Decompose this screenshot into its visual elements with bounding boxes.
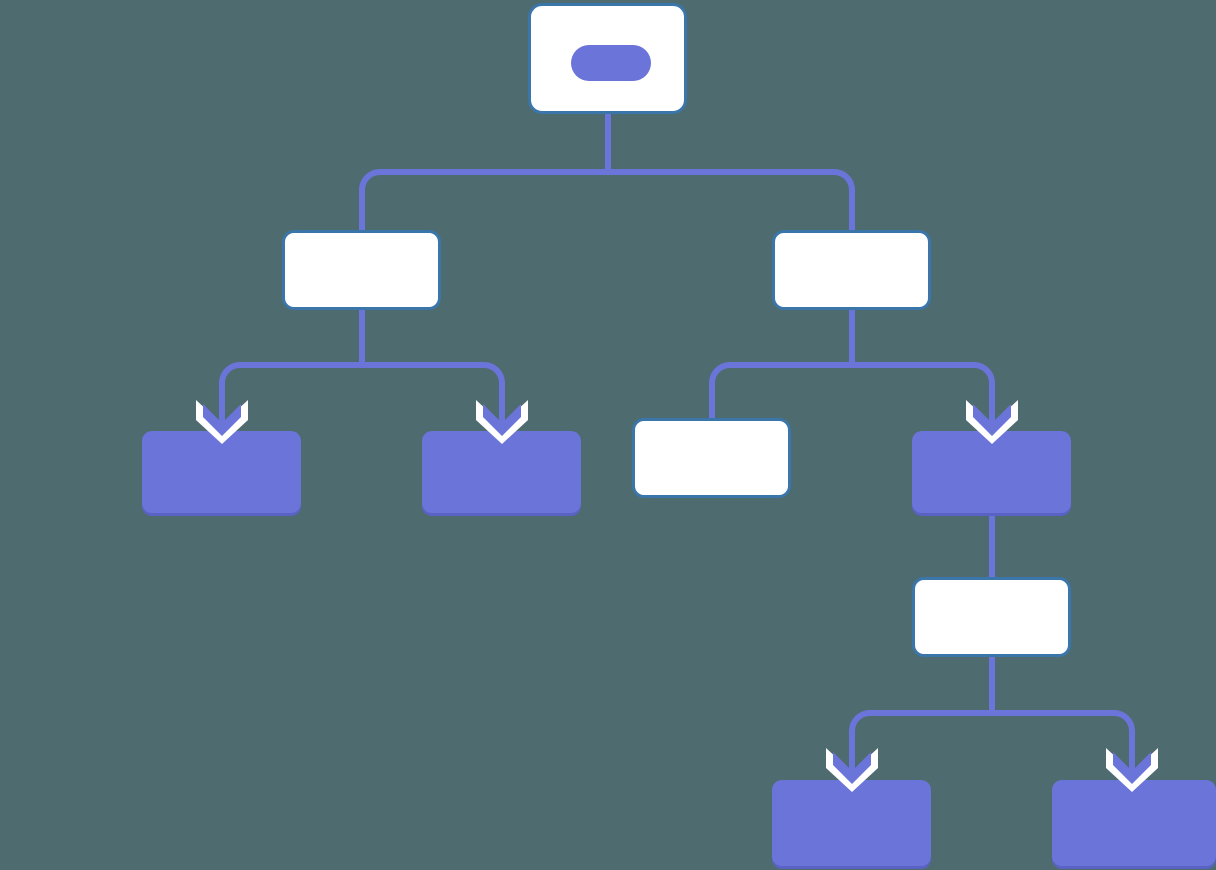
node-l2-a[interactable] bbox=[142, 431, 301, 513]
node-l1-left[interactable] bbox=[282, 230, 441, 310]
edge-l3-to-l4-b bbox=[992, 710, 1135, 772]
root-pill-badge bbox=[571, 45, 651, 81]
edge-root-to-l1-right bbox=[608, 169, 855, 245]
node-l2-d[interactable] bbox=[912, 431, 1071, 513]
node-root[interactable] bbox=[528, 3, 687, 114]
node-l3[interactable] bbox=[912, 577, 1071, 657]
edge-l1-left-to-l2-b bbox=[362, 362, 505, 424]
node-l2-c[interactable] bbox=[632, 418, 791, 498]
edge-root-to-l1-left bbox=[359, 169, 608, 245]
node-l4-a[interactable] bbox=[772, 780, 931, 866]
node-l2-b[interactable] bbox=[422, 431, 581, 513]
edge-l3-to-l4-a bbox=[849, 710, 992, 772]
edge-l1-right-to-l2-d bbox=[852, 362, 995, 424]
node-l1-right[interactable] bbox=[772, 230, 931, 310]
edge-l1-right-to-l2-c bbox=[709, 362, 852, 418]
edge-l1-left-to-l2-a bbox=[219, 362, 362, 424]
node-l4-b[interactable] bbox=[1052, 780, 1216, 866]
